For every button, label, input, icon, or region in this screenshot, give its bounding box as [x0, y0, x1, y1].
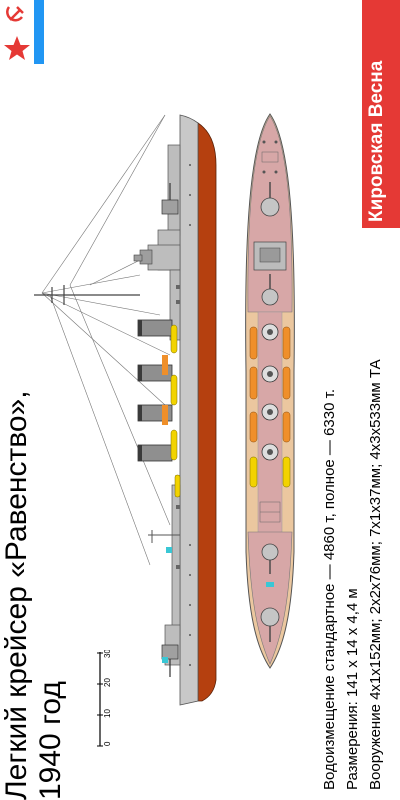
scale-bar: 0 10 20 30м	[97, 650, 112, 747]
series-label: Кировская Весна	[366, 60, 387, 222]
spec-dimensions: Размерения: 141 х 14 х 4,4 м	[344, 588, 361, 790]
gun-turrets	[161, 199, 179, 660]
rigging	[41, 114, 171, 566]
scale-tick-10: 10	[103, 709, 112, 718]
spec-displacement: Водоизмещение стандартное — 4860 т, полн…	[321, 388, 338, 790]
hull-underwater	[197, 122, 217, 702]
portholes	[189, 164, 191, 666]
mast-yard	[34, 285, 140, 305]
ship-side-profile	[34, 114, 217, 706]
hammer-sickle-icon	[6, 6, 24, 22]
scale-tick-30: 30м	[103, 650, 112, 658]
top-yellow-boats	[249, 456, 291, 488]
bridge	[133, 249, 153, 265]
scale-tick-20: 20	[103, 678, 112, 687]
flag-blue-stripe	[34, 0, 44, 64]
naval-flag	[0, 0, 44, 64]
ship-top-view	[245, 113, 295, 669]
central-walkway	[257, 311, 283, 553]
hull-gray	[179, 114, 199, 706]
boat-details	[162, 355, 168, 425]
funnels	[137, 319, 173, 462]
red-star-icon	[4, 36, 30, 60]
funnel-caps	[138, 320, 142, 461]
top-turrets	[260, 197, 280, 627]
top-lifeboats	[249, 326, 291, 443]
lifeboats	[170, 324, 181, 498]
series-banner	[362, 0, 400, 228]
title-line-ship: Легкий крейсер «Равенство»,	[0, 390, 33, 800]
top-rangefinder	[266, 582, 274, 587]
specs: Водоизмещение стандартное — 4860 т, полн…	[318, 320, 387, 790]
quarter-deck	[247, 531, 293, 665]
spec-armament: Вооружение 4х1х152мм; 2х2х76мм; 7х1х37мм…	[367, 359, 384, 790]
rangefinders	[162, 547, 172, 663]
scale-tick-0: 0	[103, 741, 112, 746]
